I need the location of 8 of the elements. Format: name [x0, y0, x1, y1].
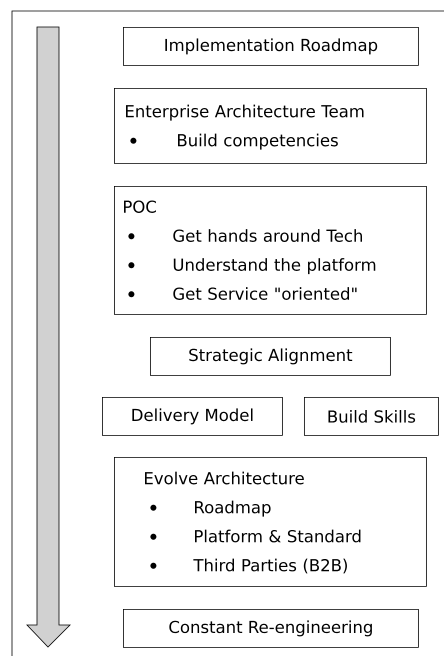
stage-box: Strategic Alignment — [150, 337, 391, 376]
stage-box: Constant Re-engineering — [123, 609, 419, 648]
stage-box: Enterprise Architecture Team Build competencies — [114, 88, 427, 164]
stage-box: POC Get hands around Tech Understand the platform Get Service "oriented" — [114, 186, 427, 315]
stage-box: Implementation Roadmap — [123, 27, 419, 66]
stage-box: Evolve Architecture Roadmap Platform & Standard Third Parties (B2B) — [114, 457, 427, 587]
stage-box: Delivery Model — [102, 397, 283, 436]
stage-box: Build Skills — [304, 397, 439, 436]
